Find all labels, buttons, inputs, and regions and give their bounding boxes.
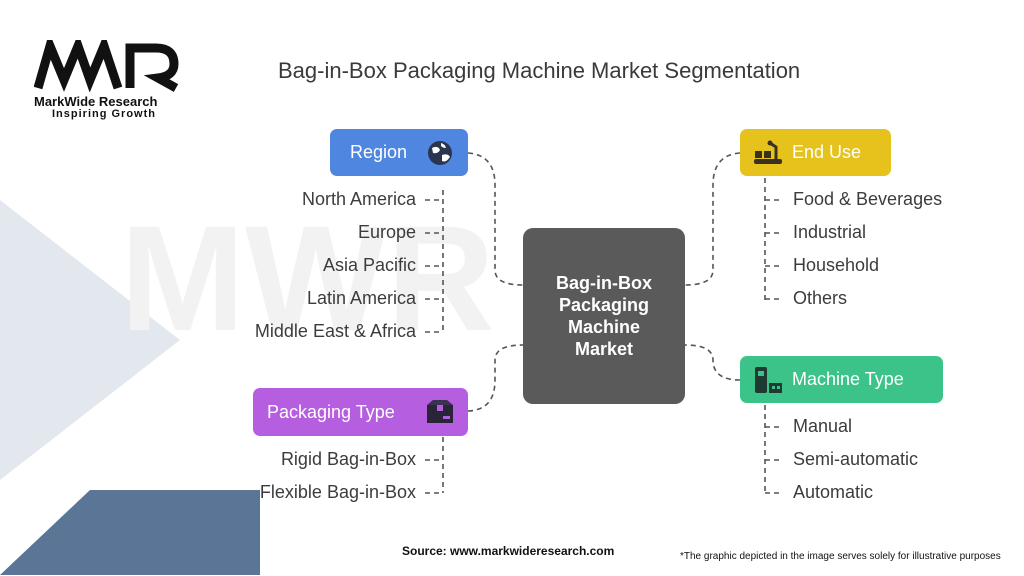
segment-region-label: Region <box>350 142 408 162</box>
brand-name: MarkWide Research <box>34 94 158 109</box>
enduse-item: Food & Beverages <box>793 189 943 209</box>
segment-machine-label: Machine Type <box>792 369 904 389</box>
machine-item: Manual <box>793 416 853 436</box>
segment-region-box: Region <box>330 129 468 176</box>
center-node: Bag-in-Box Packaging Machine Market <box>523 228 685 404</box>
bg-shape-dark <box>0 490 260 575</box>
packaging-item: Rigid Bag-in-Box <box>280 449 416 469</box>
region-connectors <box>425 152 524 333</box>
segment-machine-box: Machine Type <box>740 356 943 403</box>
enduse-connectors <box>684 152 782 300</box>
conveyor-icon <box>754 140 782 164</box>
packaging-connectors <box>425 344 524 494</box>
segment-packaging-label: Packaging Type <box>267 401 395 422</box>
machine-connectors <box>684 344 782 494</box>
watermark: MWR <box>120 194 495 362</box>
region-item: Middle East & Africa <box>254 321 416 341</box>
brand-logo <box>33 32 184 97</box>
machine-item: Automatic <box>793 482 874 502</box>
segment-enduse-label: End Use <box>792 142 862 162</box>
disclaimer-note: *The graphic depicted in the image serve… <box>680 551 1001 562</box>
globe-icon <box>428 141 452 165</box>
segment-enduse-box: End Use <box>740 129 891 176</box>
machine-icon <box>755 367 782 393</box>
enduse-item: Industrial <box>793 222 867 242</box>
center-label: Bag-in-Box Packaging Machine Market <box>556 273 652 359</box>
segment-packaging-box: Packaging Type <box>253 388 468 436</box>
region-item: Latin America <box>306 288 416 308</box>
page-title: Bag-in-Box Packaging Machine Market Segm… <box>278 58 801 83</box>
machine-item: Semi-automatic <box>793 449 919 469</box>
brand-tagline: Inspiring Growth <box>52 108 156 120</box>
mwr-logo-mark <box>33 32 179 93</box>
region-item: Asia Pacific <box>322 255 416 275</box>
region-item: North America <box>301 189 416 209</box>
source-note: Source: www.markwideresearch.com <box>402 544 615 558</box>
region-item: Europe <box>357 222 416 242</box>
box-icon <box>427 400 453 423</box>
packaging-item: Flexible Bag-in-Box <box>259 482 416 502</box>
bg-shape-light <box>0 200 180 480</box>
enduse-item: Others <box>793 288 848 308</box>
enduse-item: Household <box>793 255 880 275</box>
